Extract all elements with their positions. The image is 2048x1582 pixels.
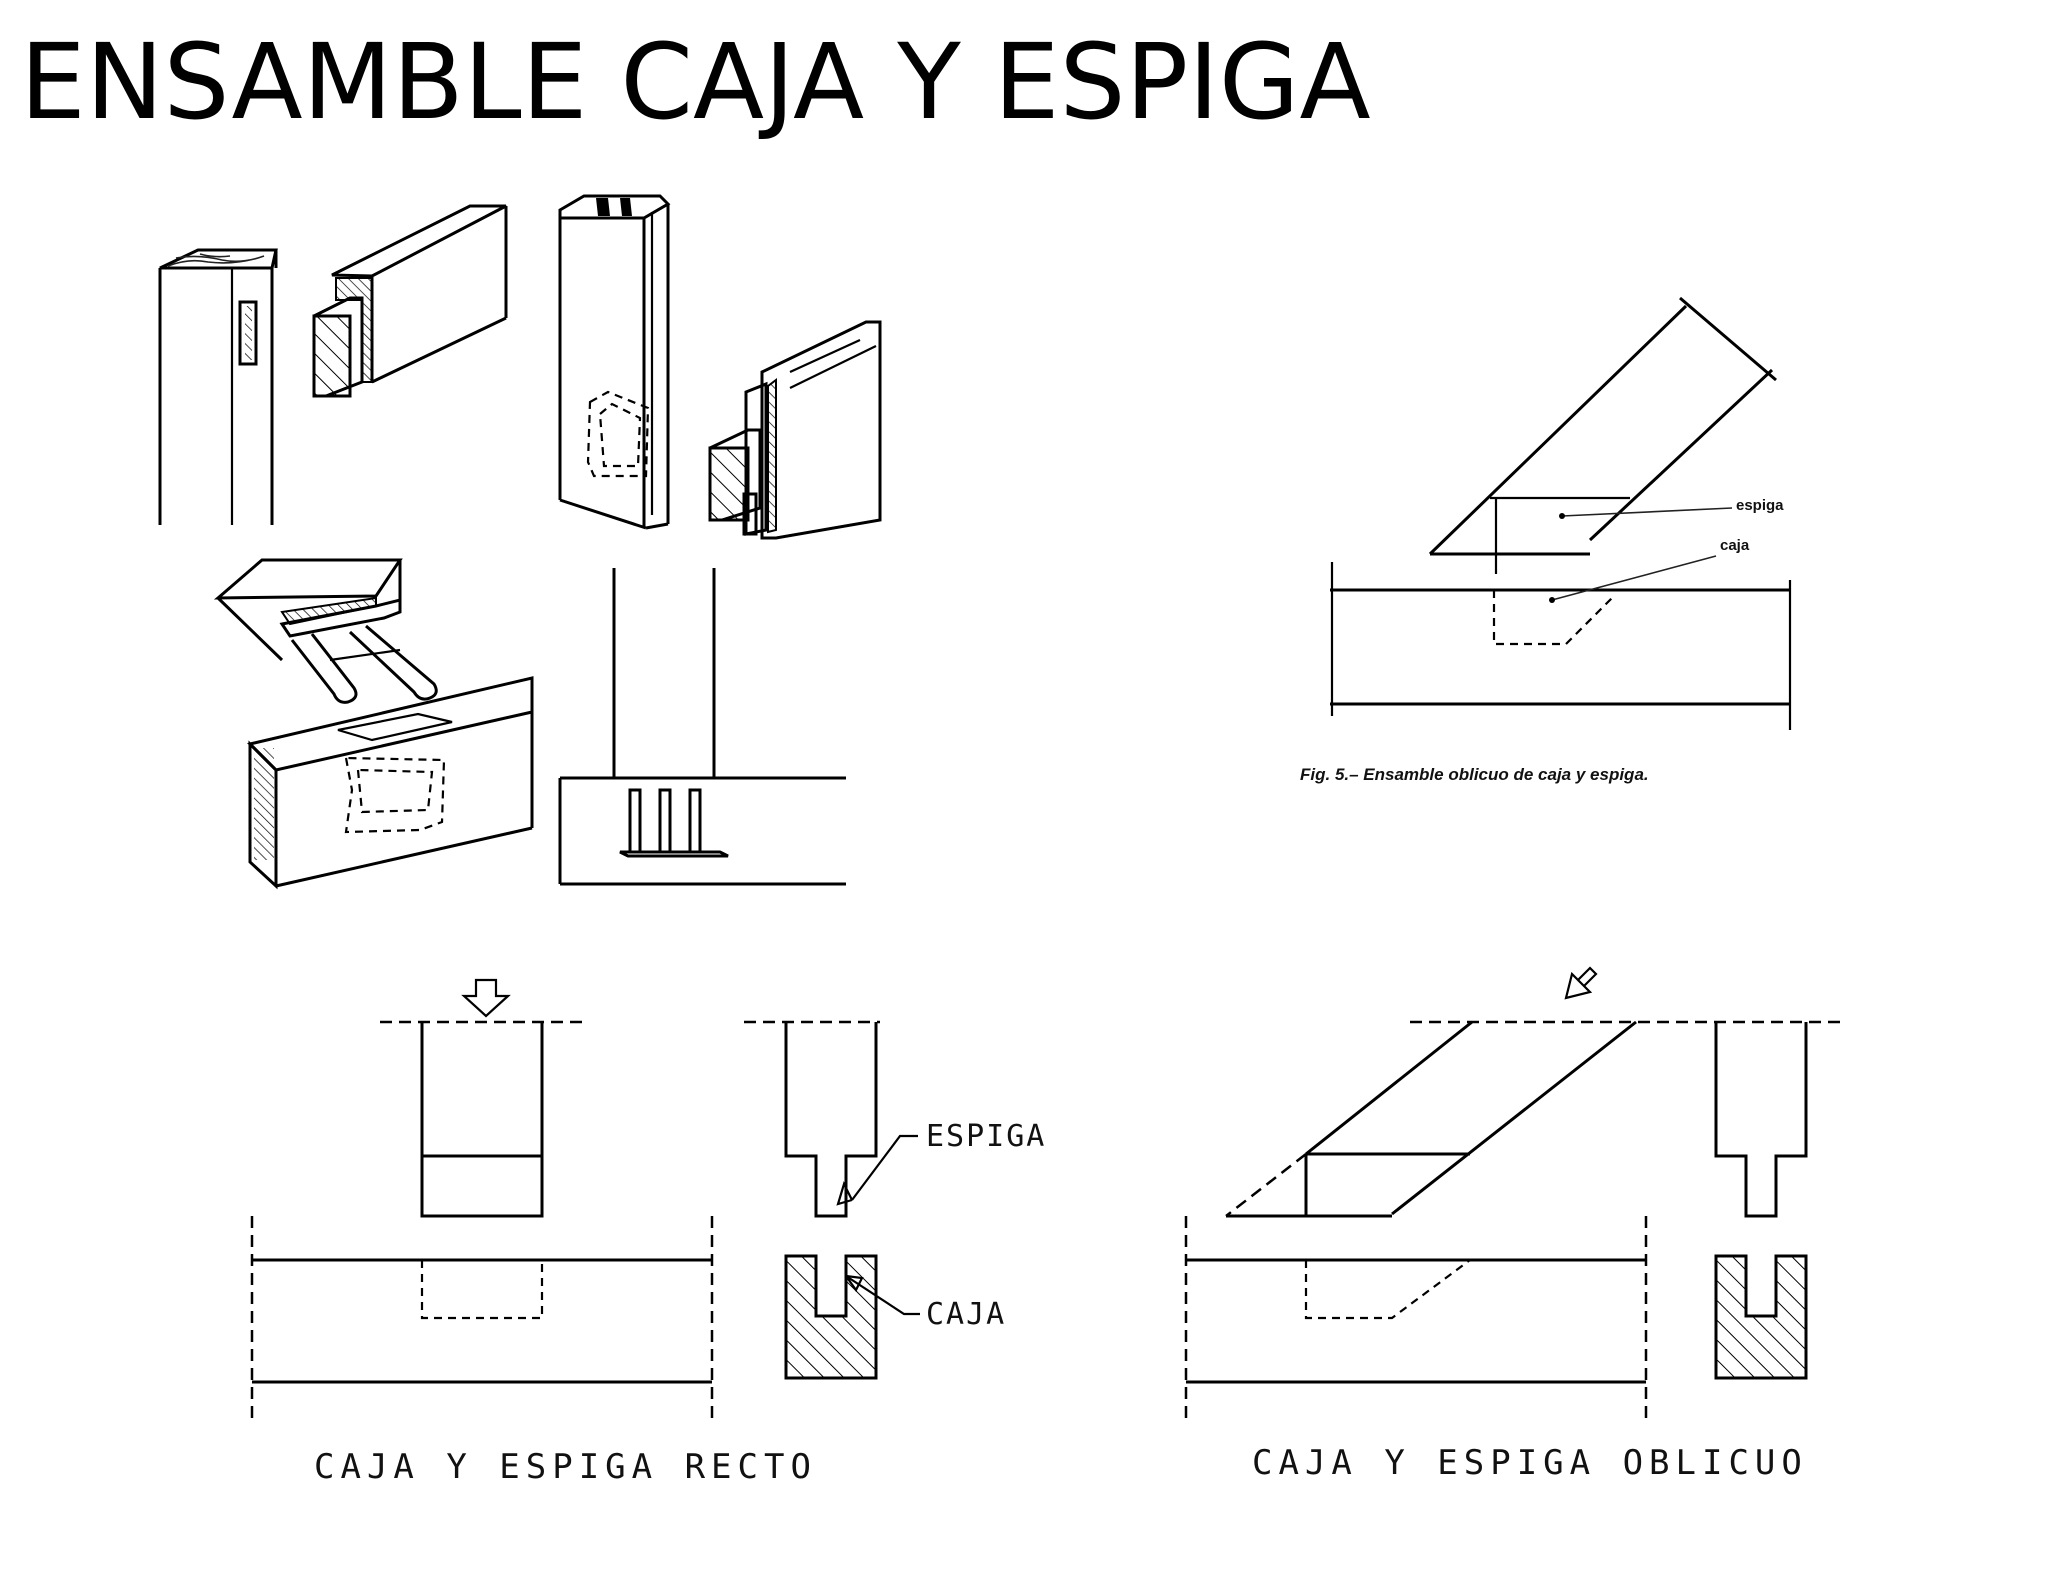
label-caja-small: caja <box>1720 537 1750 554</box>
caption-straight: CAJA Y ESPIGA RECTO <box>314 1447 817 1487</box>
page-title: ENSAMBLE CAJA Y ESPIGA <box>20 21 1371 143</box>
illustration-double-tenon-beam <box>213 558 534 890</box>
illustration-grooved-post <box>558 194 882 540</box>
drawing-oblique-joint: CAJA Y ESPIGA OBLICUO <box>1184 966 1846 1483</box>
label-espiga: ESPIGA <box>926 1119 1046 1154</box>
caption-oblique: CAJA Y ESPIGA OBLICUO <box>1252 1443 1808 1483</box>
arrow-diagonal-icon <box>1564 966 1598 1000</box>
drawing-straight-joint: ESPIGA CAJA CAJA Y ESPIGA RECTO <box>250 978 1046 1487</box>
figure-oblique-photo: espiga caja Fig. 5.– Ensamble oblicuo de… <box>1300 296 1792 784</box>
label-espiga-small: espiga <box>1736 497 1784 514</box>
figure-caption: Fig. 5.– Ensamble oblicuo de caja y espi… <box>1300 765 1649 784</box>
illustration-post-elevation <box>558 568 846 886</box>
illustration-post-and-rail <box>158 204 508 525</box>
arrow-down-icon <box>461 978 511 1018</box>
label-caja: CAJA <box>926 1297 1006 1332</box>
